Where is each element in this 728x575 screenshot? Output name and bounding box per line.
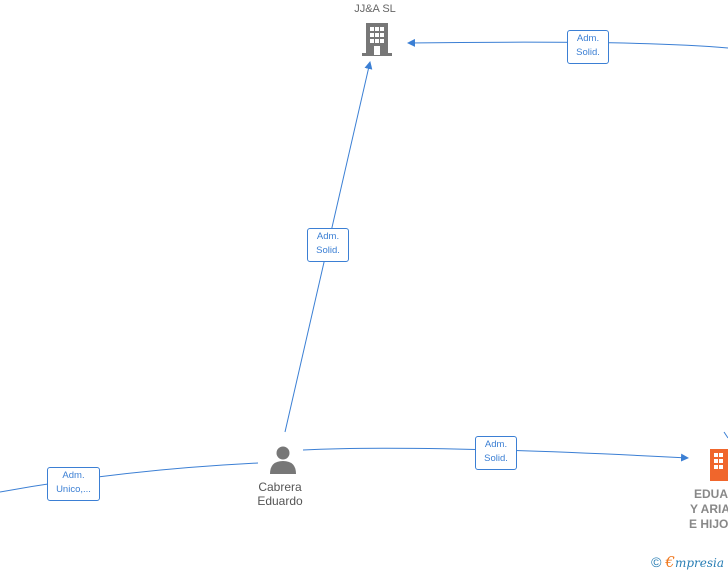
edge-label-person-top[interactable]: Adm.Solid. <box>307 228 349 262</box>
person-label: Cabrera Eduardo <box>257 480 303 508</box>
company-right-label: EDUA Y ARIA E HIJO <box>689 487 728 531</box>
edge-left-person <box>0 462 259 493</box>
building-icon[interactable] <box>362 21 392 57</box>
person-icon[interactable] <box>268 445 298 475</box>
edge-person-right <box>302 447 689 462</box>
edge-label-left-person[interactable]: Adm.Unico,... <box>47 467 100 501</box>
company-top-label: JJ&A SL <box>354 3 396 15</box>
edge-label-top-right[interactable]: Adm.Solid. <box>567 30 609 64</box>
building-icon-highlighted[interactable] <box>706 447 728 483</box>
brand-watermark: ©€mpresia <box>651 553 724 571</box>
edge-incoming-right <box>723 431 728 439</box>
edge-label-person-right[interactable]: Adm.Solid. <box>475 436 517 470</box>
